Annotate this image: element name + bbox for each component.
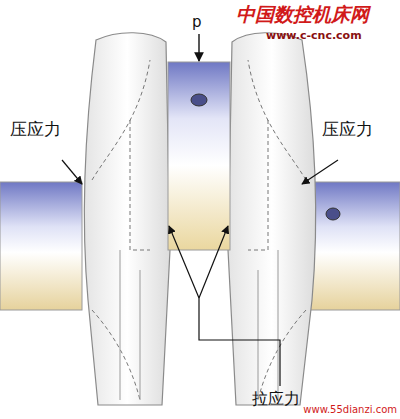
watermark: 中国数控机床网 [236, 4, 369, 25]
leader-line [302, 160, 338, 184]
stress-label: 压应力 [322, 120, 373, 139]
stress-label: 拉应力 [252, 390, 300, 408]
left-crank-web [84, 33, 170, 405]
leader-line [169, 226, 280, 386]
left-journal [0, 182, 82, 310]
oil-hole [191, 94, 207, 106]
oil-hole [326, 208, 340, 220]
crankpin [168, 62, 230, 250]
stress-label: 压应力 [10, 120, 61, 139]
load-label: p [192, 14, 202, 31]
right-crank-web [228, 33, 316, 405]
watermark: www.55dianzi.com [303, 404, 397, 415]
load-arrow [198, 34, 199, 61]
watermark: www.c-cnc.com [266, 30, 362, 42]
leader-line [62, 160, 82, 184]
hidden-lines [92, 60, 306, 400]
